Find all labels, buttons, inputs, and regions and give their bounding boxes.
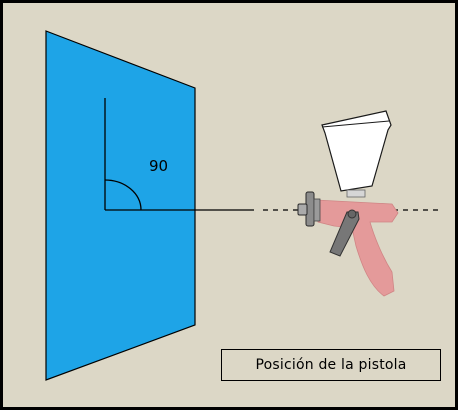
trigger bbox=[329, 211, 360, 257]
paint-cup bbox=[321, 110, 392, 192]
caption-text: Posición de la pistola bbox=[255, 357, 407, 373]
cup-neck bbox=[346, 189, 366, 198]
blue-panel-surface bbox=[45, 30, 196, 381]
gun-body bbox=[315, 199, 399, 297]
spray-gun-icon bbox=[297, 110, 399, 297]
angle-arc-icon bbox=[104, 179, 142, 211]
nozzle-tip bbox=[297, 203, 308, 216]
angle-label: 90 bbox=[149, 157, 169, 175]
caption-box: Posición de la pistola bbox=[221, 349, 441, 381]
